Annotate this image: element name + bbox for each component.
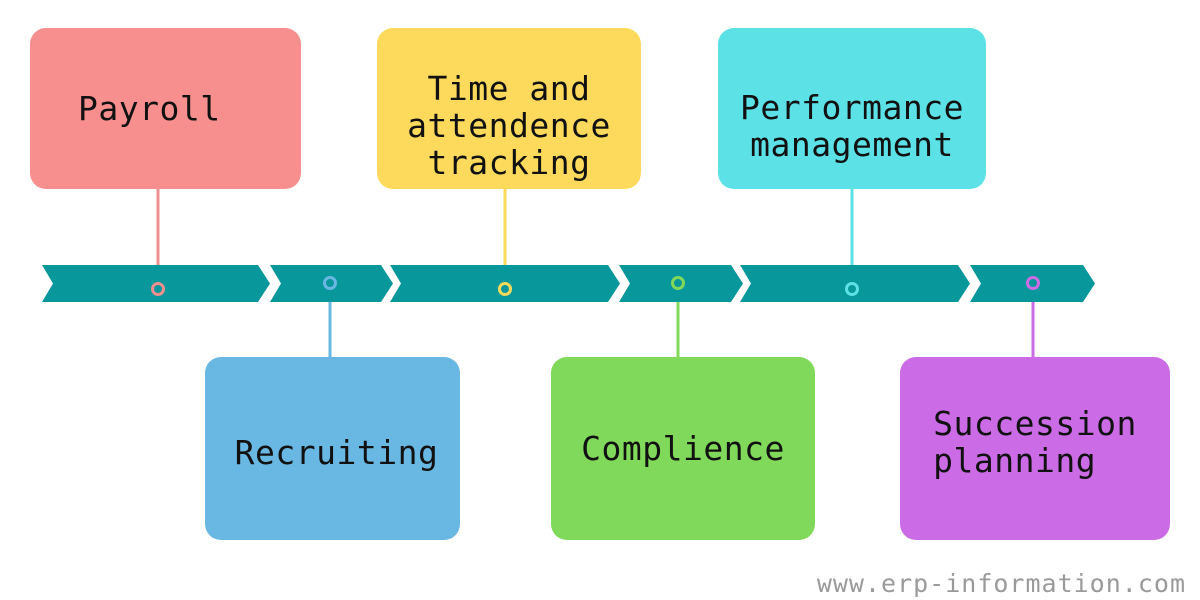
box-performance: Performance management xyxy=(718,28,986,189)
box-time-attendance: Time and attendence tracking xyxy=(377,28,641,189)
node-compliance xyxy=(671,276,685,290)
box-recruiting: Recruiting xyxy=(205,357,460,540)
label-payroll: Payroll xyxy=(78,89,221,128)
label-time-attendance: Time and attendence tracking xyxy=(407,69,611,182)
node-payroll xyxy=(151,282,165,296)
node-time-attendance xyxy=(498,282,512,296)
node-succession xyxy=(1026,276,1040,290)
box-payroll: Payroll xyxy=(30,28,301,189)
timeline-band xyxy=(42,265,1095,302)
label-succession: Succession planning xyxy=(933,403,1137,480)
box-compliance: Complience xyxy=(551,357,815,540)
label-recruiting: Recruiting xyxy=(234,433,439,472)
watermark-url: www.erp-information.com xyxy=(816,569,1186,598)
label-compliance: Complience xyxy=(581,429,785,468)
node-performance xyxy=(845,282,859,296)
label-performance: Performance management xyxy=(739,88,965,164)
node-recruiting xyxy=(323,276,337,290)
box-succession: Succession planning xyxy=(900,357,1170,540)
